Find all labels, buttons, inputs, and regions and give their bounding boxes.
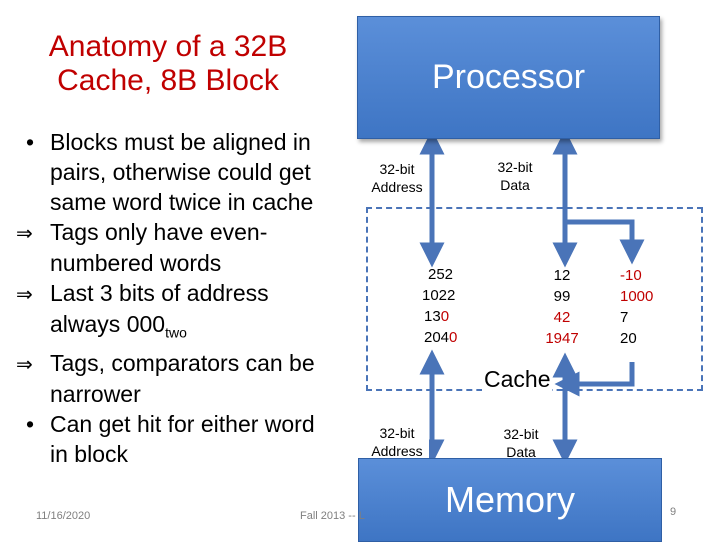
tag-prefix: 13: [424, 308, 441, 325]
processor-box: Processor: [357, 16, 660, 139]
upper-data-label: 32-bit Data: [485, 158, 545, 194]
tag-column: 252 1022 130 2040: [398, 264, 468, 348]
bullet-text: Last 3 bits of address: [50, 280, 269, 306]
data-value: 7: [620, 309, 629, 326]
data-value: 99: [553, 288, 571, 305]
bullet-text: Blocks must be aligned in: [50, 129, 311, 155]
label-line: Address: [371, 179, 423, 195]
bullet-list: • Blocks must be aligned in pairs, otherw…: [16, 127, 361, 469]
memory-label: Memory: [444, 479, 575, 520]
tag-value: 130: [398, 306, 468, 327]
bullet-narrower: ⇒ Tags, comparators can be narrower: [16, 348, 361, 409]
bullet-hit-either-word: • Can get hit for either word in block: [16, 409, 361, 469]
tag-value: 252: [428, 266, 454, 283]
bullet-marker: •: [26, 410, 35, 437]
data-value: 1947: [545, 330, 579, 347]
bullet-text: same word twice in cache: [50, 189, 314, 215]
implies-marker: ⇒: [16, 221, 33, 245]
footer-date: 11/16/2020: [36, 510, 91, 522]
bullet-last-bits: ⇒ Last 3 bits of address always 000two: [16, 278, 361, 348]
bullet-text: always 000: [50, 311, 166, 337]
bullet-text: in block: [50, 440, 128, 467]
lower-data-label: 32-bit Data: [492, 425, 550, 461]
bullet-marker: •: [26, 129, 35, 155]
label-line: 32-bit: [497, 159, 533, 175]
data-column-1: 12 99 42 1947: [532, 265, 592, 349]
bullet-even-tags: ⇒ Tags only have even- numbered words: [16, 217, 361, 278]
implies-marker: ⇒: [16, 351, 33, 376]
processor-label: Processor: [431, 58, 586, 96]
label-line: Data: [506, 444, 536, 460]
tag-value: 1022: [422, 287, 456, 304]
bullet-text: narrower: [50, 380, 141, 407]
data-branch-arrow-lower: [554, 362, 635, 397]
label-line: 32-bit: [379, 161, 415, 177]
bullet-text: Tags, comparators can be: [50, 349, 315, 376]
title-line-2: Cache, 8B Block: [57, 64, 279, 97]
data-value: 12: [553, 267, 571, 284]
data-value: 20: [620, 330, 637, 347]
title-line-1: Anatomy of a 32B: [48, 30, 288, 63]
upper-address-label: 32-bit Address: [365, 160, 429, 196]
lower-address-label: 32-bit Address: [365, 424, 429, 460]
bullet-text: Can get hit for either word: [50, 410, 315, 437]
page-number: 9: [670, 506, 677, 518]
data-value: -10: [620, 267, 642, 284]
subscript-two: two: [165, 324, 187, 341]
implies-marker: ⇒: [16, 282, 33, 306]
label-line: Data: [500, 177, 530, 193]
bullet-text: pairs, otherwise could get: [50, 159, 311, 185]
data-branch-arrow: [565, 219, 645, 265]
tag-value: 2040: [398, 327, 468, 348]
cache-label: Cache: [482, 366, 553, 393]
label-line: 32-bit: [503, 426, 539, 442]
label-line: 32-bit: [379, 425, 415, 441]
data-value: 1000: [620, 288, 654, 305]
tag-suffix: 0: [449, 329, 458, 346]
bullet-text: numbered words: [50, 250, 222, 276]
bullet-text: Tags only have even-: [50, 219, 268, 245]
tag-suffix: 0: [440, 308, 450, 325]
memory-box: Memory: [358, 458, 662, 542]
data-column-2: -10 1000 7 20: [612, 265, 667, 349]
data-value: 42: [553, 309, 571, 326]
label-line: Address: [371, 443, 423, 459]
slide-title: Anatomy of a 32B Cache, 8B Block: [8, 30, 328, 98]
tag-prefix: 204: [424, 329, 450, 346]
bullet-aligned-pairs: • Blocks must be aligned in pairs, otherw…: [16, 127, 361, 217]
footer-course: Fall 2013 -- L: [300, 510, 365, 522]
